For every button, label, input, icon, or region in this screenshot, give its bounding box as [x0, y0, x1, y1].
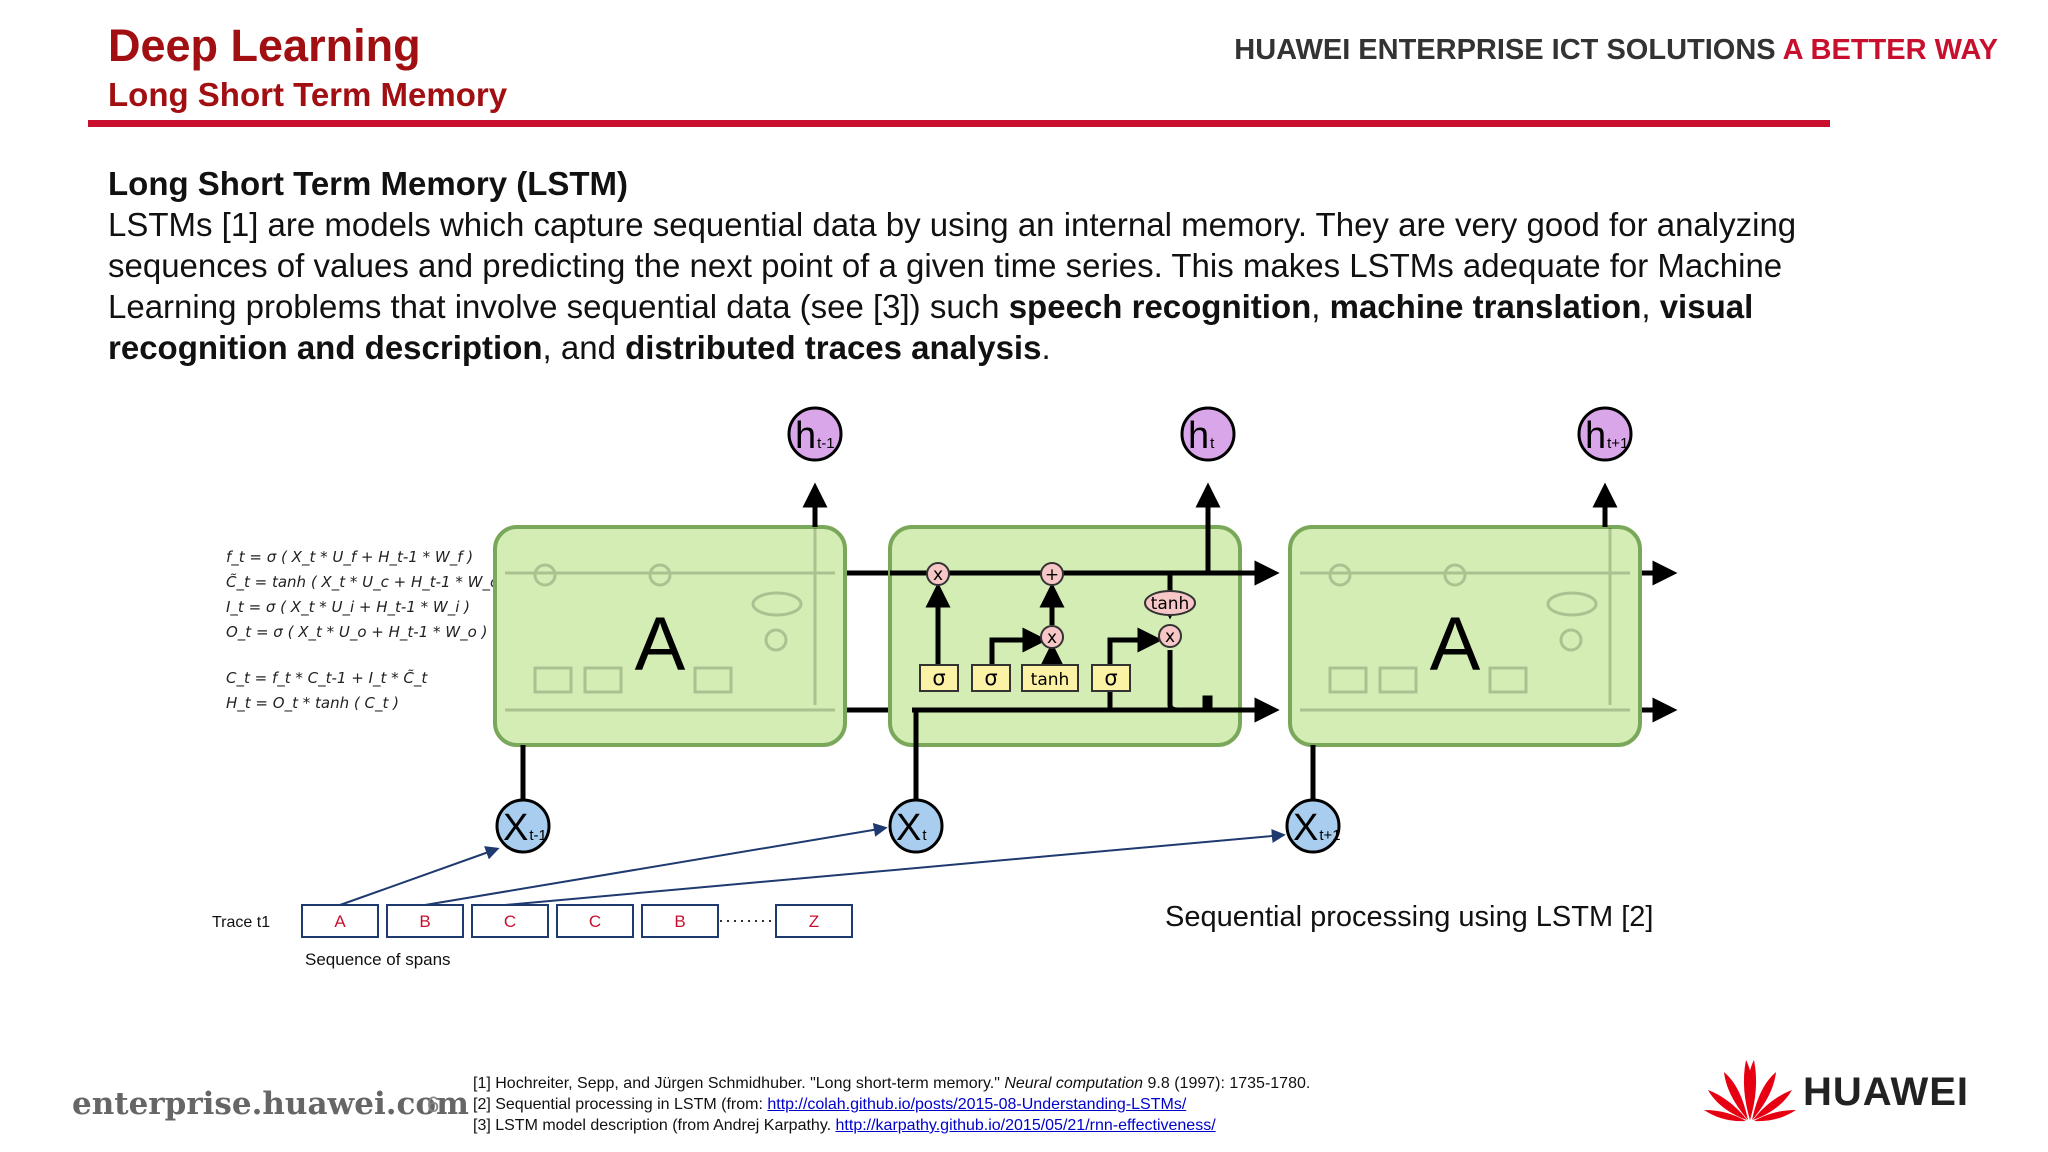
svg-text:B: B	[674, 912, 685, 931]
forget-multiply-op: x	[926, 562, 950, 586]
svg-text:Z: Z	[809, 912, 819, 931]
svg-text:+: +	[1045, 565, 1059, 585]
reference-link[interactable]: http://colah.github.io/posts/2015-08-Und…	[767, 1096, 1187, 1113]
svg-text:σ: σ	[1104, 666, 1117, 690]
header-tagline: HUAWEI ENTERPRISE ICT SOLUTIONS A BETTER…	[1234, 34, 1998, 67]
paragraph-run: ,	[1311, 288, 1330, 325]
lstm-cell-internals	[890, 482, 1280, 800]
equation-line: C_t = f_t * C_t-1 + I_t * C̃_t	[226, 668, 428, 688]
svg-text:A: A	[334, 912, 346, 931]
lstm-cell: A	[493, 525, 847, 747]
paragraph-run: , and	[542, 329, 626, 366]
reference-3: [3] LSTM model description (from Andrej …	[473, 1117, 1216, 1134]
svg-text:x: x	[1047, 628, 1057, 648]
svg-text:C: C	[504, 912, 516, 931]
tagline-accent: A BETTER WAY	[1782, 34, 1998, 66]
spans-caption: Sequence of spans	[305, 950, 451, 969]
span-box: C	[471, 904, 549, 938]
diagram-caption: Sequential processing using LSTM [2]	[1165, 901, 1653, 933]
svg-text:tanh: tanh	[1151, 594, 1190, 614]
header-divider	[88, 120, 1830, 127]
svg-text:ht+1: ht+1	[1585, 415, 1628, 457]
paragraph-run: .	[1041, 329, 1051, 366]
span-box: C	[556, 904, 634, 938]
span-box: Z	[775, 904, 853, 938]
svg-text:B: B	[419, 912, 430, 931]
footer-site: enterprise.huawei.com	[72, 1086, 469, 1122]
span-box: B	[641, 904, 719, 938]
svg-text:Xt: Xt	[896, 807, 927, 849]
huawei-logo-icon	[1704, 1060, 1796, 1122]
equation-line: I_t = σ ( X_t * U_i + H_t-1 * W_i )	[226, 598, 470, 617]
input-node: Xt-1	[495, 798, 551, 854]
equation-line: C̃_t = tanh ( X_t * U_c + H_t-1 * W_c )	[226, 572, 509, 592]
paragraph-bold-run: distributed traces analysis	[625, 329, 1042, 366]
trace-label: Trace t1	[212, 914, 270, 931]
reference-2: [2] Sequential processing in LSTM (from:…	[473, 1096, 1187, 1113]
span-box: B	[386, 904, 464, 938]
reference-link[interactable]: http://karpathy.github.io/2015/05/21/rnn…	[835, 1117, 1216, 1134]
svg-text:Xt-1: Xt-1	[503, 807, 547, 849]
svg-text:σ: σ	[932, 666, 945, 690]
hidden-state-node: ht	[1180, 406, 1236, 462]
equation-line: H_t = O_t * tanh ( C_t )	[226, 694, 399, 713]
svg-text:ht-1: ht-1	[795, 415, 835, 457]
gate-sigmoid: σ	[971, 664, 1011, 692]
svg-text:ht: ht	[1188, 415, 1215, 457]
slide-title: Deep Learning	[108, 20, 421, 71]
svg-text:C: C	[589, 912, 601, 931]
paragraph-bold-run: machine translation	[1329, 288, 1642, 325]
equation-line: f_t = σ ( X_t * U_f + H_t-1 * W_f )	[226, 548, 473, 567]
paragraph-bold-run: visual recognition and description	[108, 288, 1754, 366]
lstm-equations: f_t = σ ( X_t * U_f + H_t-1 * W_f ) C̃_t …	[226, 548, 509, 713]
svg-text:tanh: tanh	[1031, 670, 1070, 690]
huawei-brand: HUAWEI	[1803, 1070, 1969, 1114]
span-box: A	[301, 904, 379, 938]
reference-1: [1] Hochreiter, Sepp, and Jürgen Schmidh…	[473, 1075, 1311, 1092]
paragraph-run: LSTMs [1] are models which capture seque…	[108, 206, 1797, 325]
tanh-op: tanh	[1144, 590, 1196, 616]
output-multiply-op: x	[1158, 624, 1182, 648]
gate-sigmoid: σ	[1091, 664, 1131, 692]
hidden-state-node: ht+1	[1577, 406, 1633, 462]
svg-text:x: x	[1165, 627, 1175, 647]
trace-arrows	[339, 822, 1286, 906]
gate-sigmoid: σ	[919, 664, 959, 692]
slide-subtitle: Long Short Term Memory	[108, 76, 508, 113]
svg-text:σ: σ	[984, 666, 997, 690]
gate-tanh: tanh	[1021, 664, 1079, 692]
cell-label: A	[635, 602, 686, 687]
cell-connectors	[520, 482, 1618, 800]
input-node: Xt	[888, 798, 944, 854]
svg-text:x: x	[933, 565, 943, 585]
input-node: Xt+1	[1285, 798, 1341, 854]
references: [1] Hochreiter, Sepp, and Jürgen Schmidh…	[473, 1073, 1310, 1136]
tagline-main: HUAWEI ENTERPRISE ICT SOLUTIONS	[1234, 34, 1783, 66]
equation-line: O_t = σ ( X_t * U_o + H_t-1 * W_o )	[226, 623, 487, 642]
hidden-state-node: ht-1	[787, 406, 843, 462]
input-multiply-op: x	[1040, 625, 1064, 649]
lstm-cell: A	[1288, 525, 1642, 747]
intro-paragraph: LSTMs [1] are models which capture seque…	[108, 204, 1908, 368]
paragraph-run: ,	[1641, 288, 1660, 325]
cell-label: A	[1430, 602, 1481, 687]
paragraph-bold-run: speech recognition	[1008, 288, 1312, 325]
cell-add-op: +	[1040, 562, 1064, 586]
svg-text:Xt+1: Xt+1	[1293, 807, 1341, 849]
page-number: 6	[427, 1092, 440, 1117]
section-heading: Long Short Term Memory (LSTM)	[108, 165, 629, 202]
